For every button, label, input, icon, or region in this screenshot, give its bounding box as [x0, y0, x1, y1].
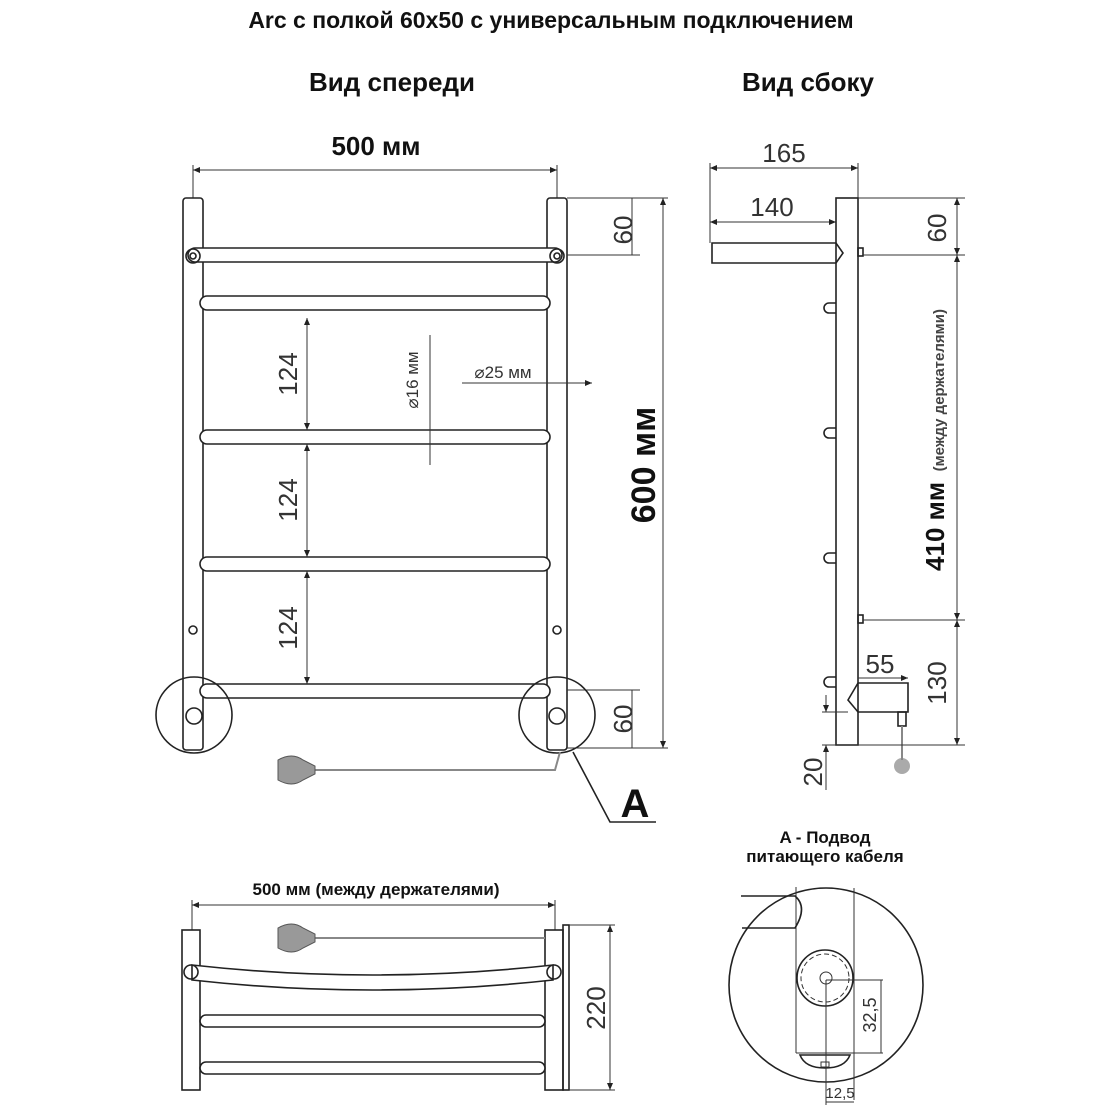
- rail: [199, 556, 551, 572]
- top-view: 500 мм (между держателями) 220: [181, 880, 615, 1091]
- detail-title-2: питающего кабеля: [746, 847, 903, 866]
- rail-spacing-3: 124: [273, 606, 303, 649]
- detail-horizontal-dim: 12,5: [825, 1085, 854, 1102]
- side-bottom-offset: 130: [922, 661, 952, 704]
- front-top-offset: 60: [608, 216, 638, 245]
- left-post: [181, 929, 201, 1091]
- top-depth-label: 220: [581, 986, 611, 1029]
- front-width-label: 500 мм: [331, 131, 420, 161]
- left-post: [182, 197, 204, 751]
- top-width-label: 500 мм (между держателями): [253, 880, 500, 899]
- connector-height: 20: [798, 758, 828, 787]
- front-bottom-offset: 60: [608, 705, 638, 734]
- depth-total: 165: [762, 138, 805, 168]
- rail-spacing-2: 124: [273, 478, 303, 521]
- post-diameter-label: ⌀25 мм: [474, 363, 531, 382]
- side-view-heading: Вид сбоку: [742, 67, 875, 97]
- mount-distance-group: 410 мм (между держателями): [920, 309, 950, 571]
- power-plug-icon: [277, 755, 316, 785]
- rail: [199, 429, 551, 445]
- top-bar: [187, 247, 563, 263]
- right-post: [546, 197, 568, 751]
- rail: [199, 295, 551, 311]
- mount-note: (между держателями): [931, 309, 948, 471]
- detail-a: A - Подвод питающего кабеля 32,5 12,5: [728, 828, 924, 1105]
- side-post: [835, 197, 859, 746]
- right-post: [544, 929, 564, 1091]
- side-view: 165 140 55 20 60 130 410 мм (между держа…: [709, 138, 965, 790]
- front-view: 500 мм 124 124 124 ⌀16 мм ⌀25 мм 60 60 6…: [155, 131, 668, 826]
- mount-distance: 410 мм: [920, 482, 950, 571]
- front-height-label: 600 мм: [625, 407, 663, 523]
- callout-a: A: [621, 782, 650, 826]
- rail-spacing-1: 124: [273, 352, 303, 395]
- connector-depth: 55: [866, 649, 895, 679]
- detail-vertical-dim: 32,5: [860, 997, 880, 1032]
- front-view-heading: Вид спереди: [309, 67, 475, 97]
- drawing-title: Arc с полкой 60x50 с универсальным подкл…: [248, 7, 853, 33]
- rail-diameter-label: ⌀16 мм: [403, 351, 422, 408]
- side-top-offset: 60: [922, 214, 952, 243]
- rail: [199, 683, 551, 699]
- power-plug-icon: [277, 923, 316, 953]
- shelf-depth: 140: [750, 192, 793, 222]
- detail-title-1: A - Подвод: [779, 828, 870, 847]
